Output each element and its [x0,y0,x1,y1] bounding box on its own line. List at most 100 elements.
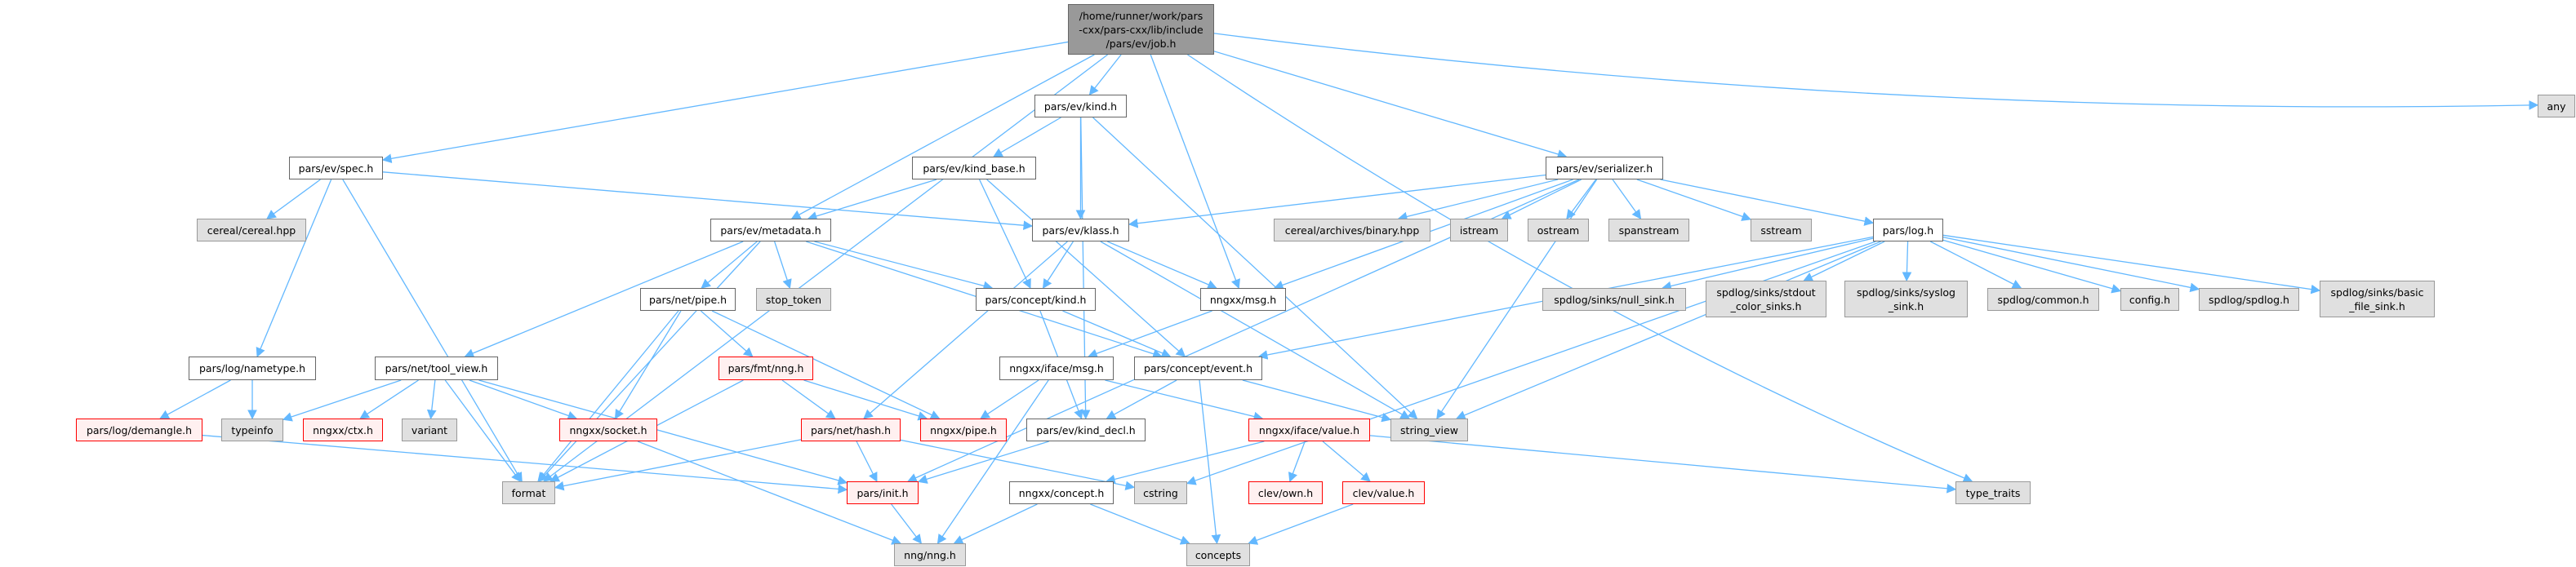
node-spanstream: spanstream [1608,219,1689,241]
edge-imsg-to-npipe [980,379,1039,419]
edge-init-to-nng [891,503,923,544]
node-fmtnng[interactable]: pars/fmt/nng.h [719,357,813,380]
node-job[interactable]: /home/runner/work/pars -cxx/pars-cxx/lib… [1068,4,1214,55]
node-ostream: ostream [1528,219,1589,241]
node-any: any [2538,95,2575,117]
edge-ivalue-to-own [1288,441,1306,483]
node-ctx[interactable]: nngxx/ctx.h [303,419,383,441]
edge-job-to-kind [1088,54,1122,95]
node-istream: istream [1450,219,1508,241]
node-ivalue[interactable]: nngxx/iface/value.h [1248,419,1370,441]
node-binary: cereal/archives/binary.hpp [1274,219,1430,241]
node-hash[interactable]: pars/net/hash.h [801,419,901,441]
node-serializer[interactable]: pars/ev/serializer.h [1546,157,1663,179]
edge-ivalue-to-type_traits [1369,435,1957,494]
edge-nconcept-to-nng [953,503,1038,544]
edge-spec-to-klass [382,171,1034,230]
node-null-sink: spdlog/sinks/null_sink.h [1542,288,1686,311]
node-spdlog: spdlog/spdlog.h [2199,288,2299,311]
edge-kind_base-to-event [986,179,1186,357]
node-basic: spdlog/sinks/basic _file_sink.h [2320,281,2435,317]
edge-serializer-to-spanstream [1612,179,1642,219]
node-nametype[interactable]: pars/log/nametype.h [189,357,316,380]
node-klass[interactable]: pars/ev/klass.h [1032,219,1129,241]
node-stop-token: stop_token [756,288,831,311]
edge-ivalue-to-cvalue [1322,441,1371,482]
edge-cvalue-to-concepts [1248,503,1354,545]
node-init[interactable]: pars/init.h [847,481,919,504]
node-socket[interactable]: nngxx/socket.h [559,419,657,441]
edge-event-to-kind_decl [1106,379,1177,419]
edge-log-to-syslog [1902,241,1912,282]
edge-event-to-concepts [1199,379,1221,545]
edge-job-to-metadata [790,54,1095,219]
edge-serializer-to-sstream [1636,179,1752,221]
node-stdout: spdlog/sinks/stdout _color_sinks.h [1706,281,1826,317]
node-kind[interactable]: pars/ev/kind.h [1034,95,1127,117]
edge-netpipe-to-format [537,310,679,482]
edge-spec-to-cereal [266,179,321,219]
edge-job-to-nmsg [1150,54,1240,290]
node-netpipe[interactable]: pars/net/pipe.h [640,288,736,311]
node-nconcept[interactable]: nngxx/concept.h [1009,481,1114,504]
edge-metadata-to-tool_view [464,241,744,358]
edge-nametype-to-demangle [159,379,231,419]
edge-serializer-to-binary [1397,179,1559,222]
edge-event-to-string_view [1242,379,1392,423]
edge-netpipe-to-npipe [711,310,941,419]
node-format: format [502,481,555,504]
edge-nmsg-to-imsg [1088,310,1212,358]
edge-tool_view-to-typeinfo [282,379,402,422]
node-demangle[interactable]: pars/log/demangle.h [76,419,202,441]
edge-kind_base-to-metadata [807,179,937,221]
edge-job-to-serializer [1213,51,1568,159]
node-log[interactable]: pars/log.h [1873,219,1943,241]
node-sstream: sstream [1751,219,1812,241]
edge-spec-to-format [342,179,523,483]
edge-log-to-common [1929,241,2022,289]
edge-kind-to-kind_base [993,117,1061,157]
node-cstring: cstring [1134,481,1187,504]
node-cereal: cereal/cereal.hpp [197,219,306,241]
edge-kind-to-string_view [1092,117,1418,419]
node-variant: variant [402,419,457,441]
edge-fmtnng-to-npipe [803,379,928,421]
node-type-traits: type_traits [1955,481,2031,504]
edge-kind_base-to-ckind [978,179,1031,290]
node-config: config.h [2120,288,2179,311]
node-ckind[interactable]: pars/concept/kind.h [976,288,1096,311]
edge-serializer-to-ostream [1566,179,1597,219]
edge-tool_view-to-format [444,379,521,482]
edge-nconcept-to-concepts [1090,503,1190,545]
edge-fmtnng-to-hash [781,379,836,419]
edge-tool_view-to-init [478,379,848,485]
edge-ckind-to-event [1062,310,1172,358]
node-tool-view[interactable]: pars/net/tool_view.h [375,357,498,380]
edge-log-to-stdout [1803,241,1885,281]
edge-tool_view-to-variant [426,379,437,420]
node-kind-base[interactable]: pars/ev/kind_base.h [912,157,1036,179]
edge-serializer-to-string_view [1436,179,1598,419]
edge-hash-to-format [554,439,802,491]
node-metadata[interactable]: pars/ev/metadata.h [710,219,831,241]
edge-job-to-any [1213,33,2539,110]
edge-klass-to-string_view [1100,241,1411,419]
edge-log-to-null_sink [1662,237,1874,291]
node-kind-decl[interactable]: pars/ev/kind_decl.h [1026,419,1146,441]
edge-klass-to-ckind [1042,241,1074,289]
node-npipe[interactable]: nngxx/pipe.h [920,419,1007,441]
edge-tool_view-to-socket [469,379,578,420]
node-event[interactable]: pars/concept/event.h [1134,357,1262,380]
edge-netpipe-to-fmtnng [700,310,754,357]
edge-hash-to-cstring [900,439,1136,491]
node-cvalue[interactable]: clev/value.h [1342,481,1425,504]
edge-serializer-to-klass [1128,174,1546,228]
node-imsg[interactable]: nngxx/iface/msg.h [999,357,1114,380]
edge-metadata-to-netpipe [701,241,758,289]
edge-log-to-basic [1942,234,2321,295]
node-own[interactable]: clev/own.h [1248,481,1323,504]
node-nmsg[interactable]: nngxx/msg.h [1200,288,1286,311]
edge-metadata-to-ckind [814,241,994,290]
edge-metadata-to-stop_token [773,241,792,290]
node-spec[interactable]: pars/ev/spec.h [289,157,383,179]
